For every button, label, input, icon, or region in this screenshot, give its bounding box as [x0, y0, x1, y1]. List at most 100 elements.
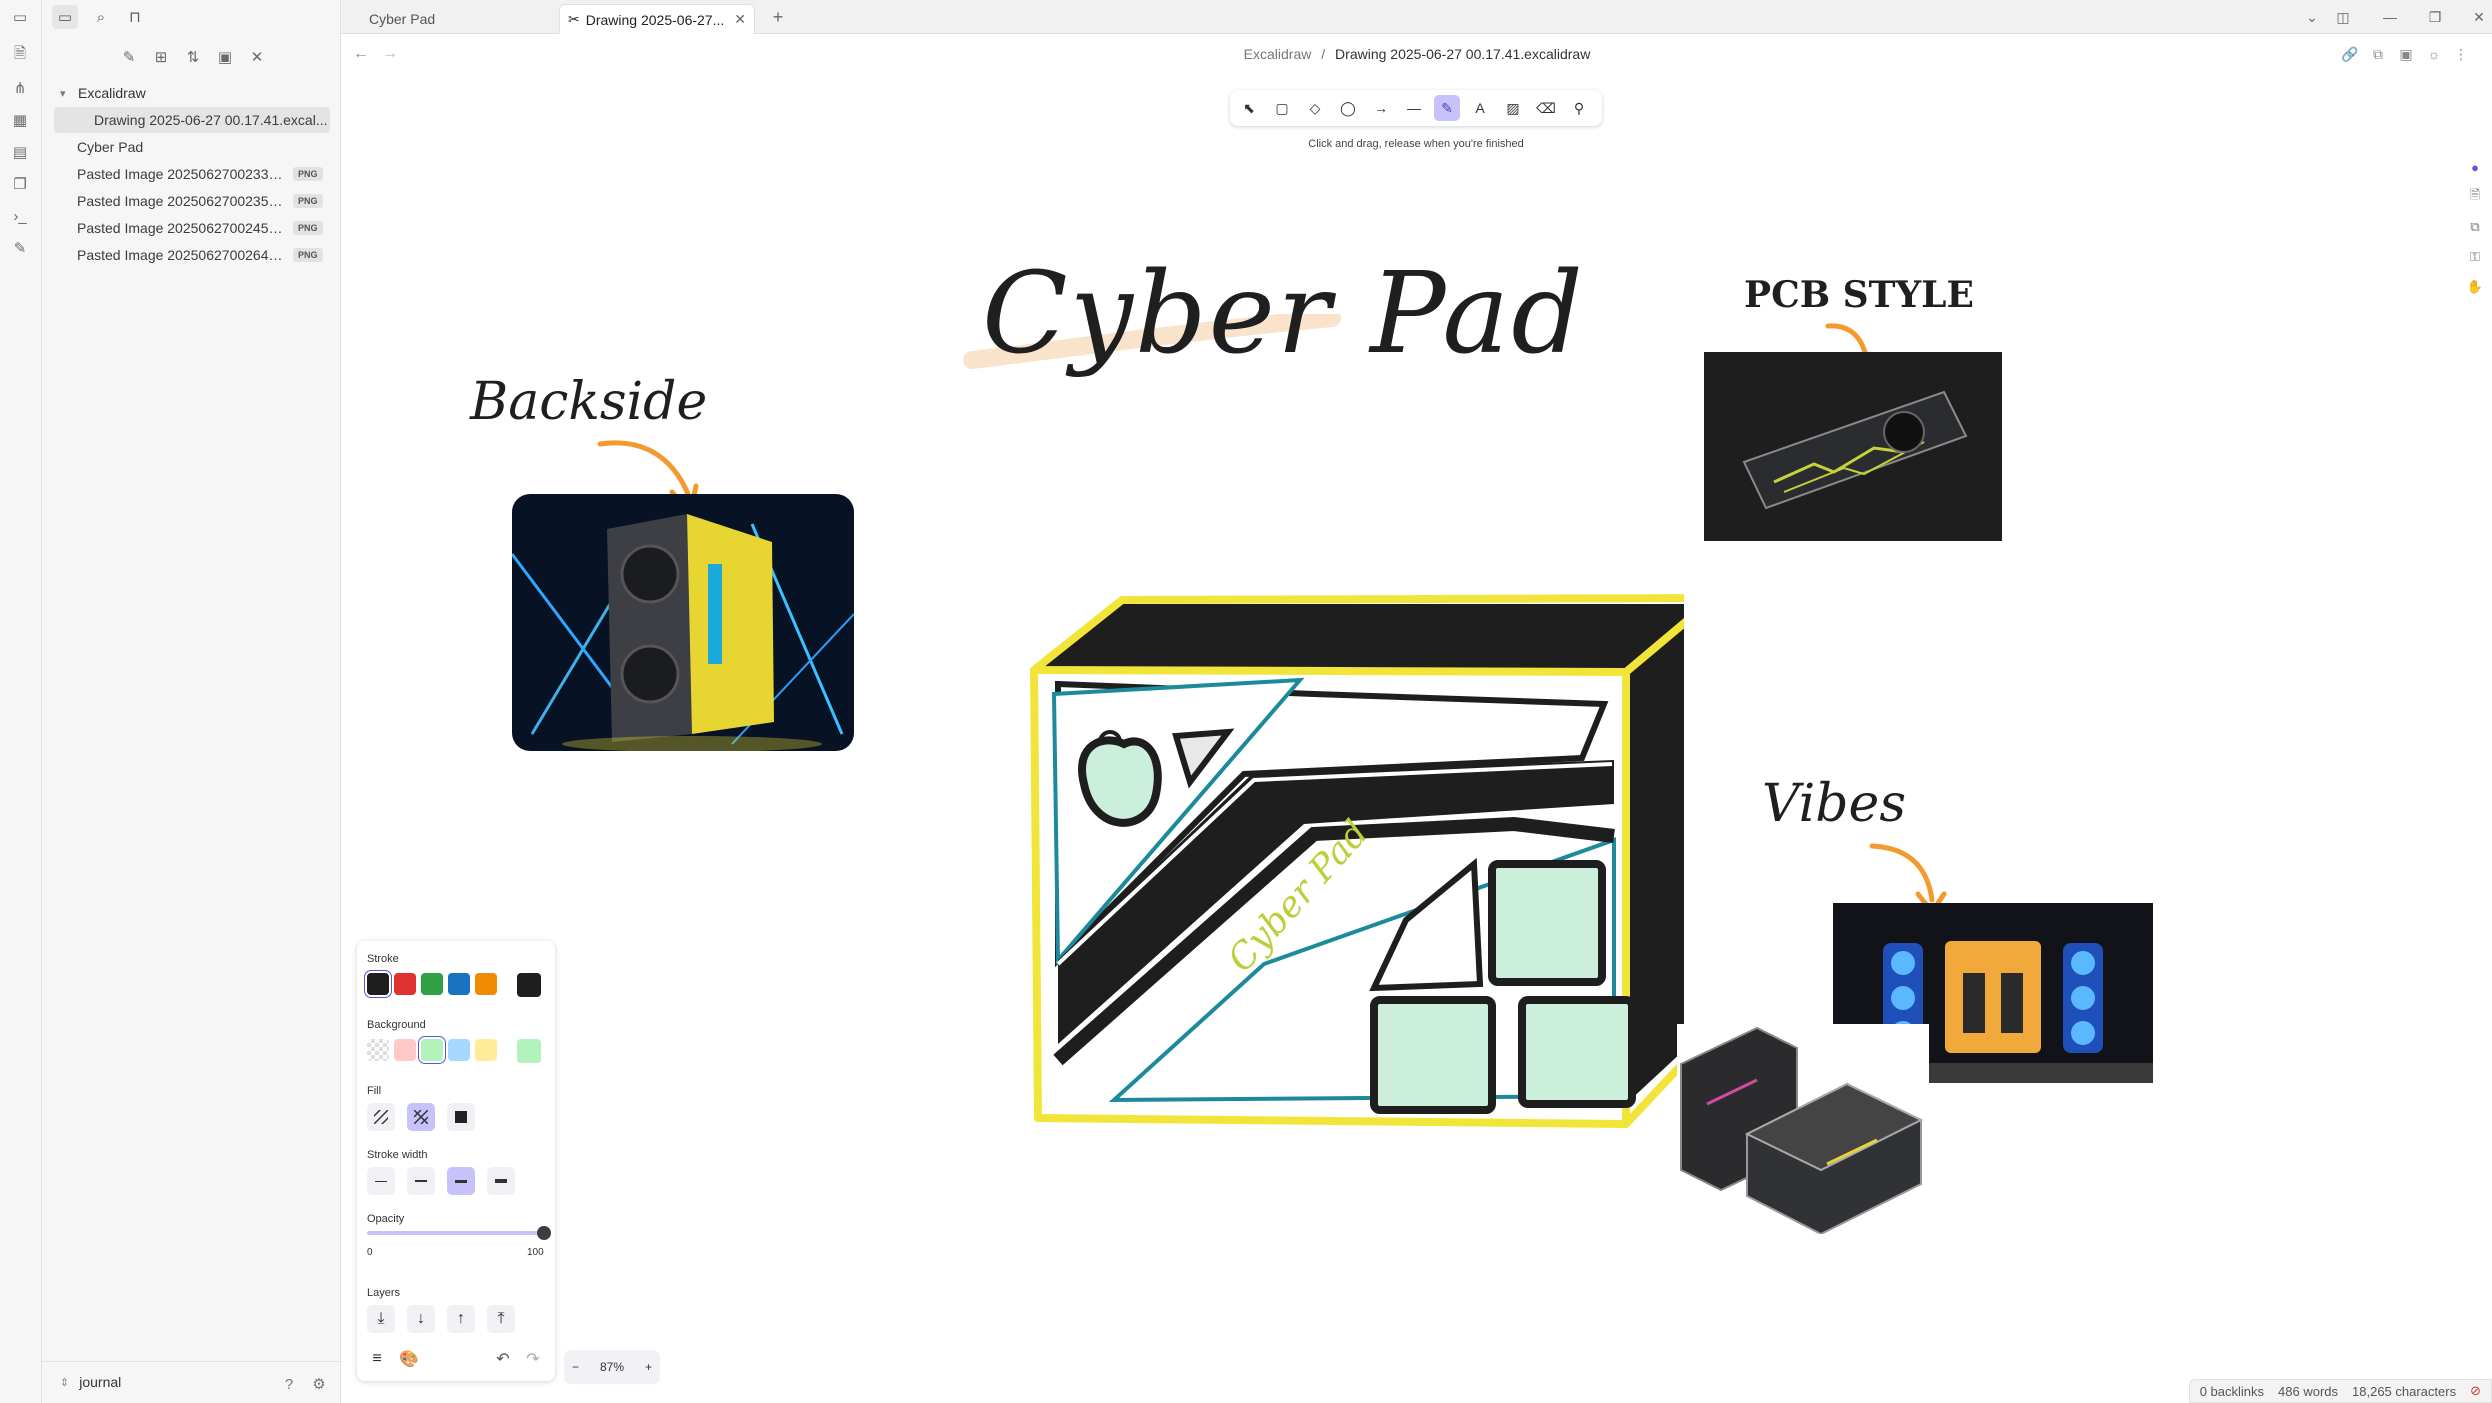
breadcrumb-file[interactable]: Drawing 2025-06-27 00.17.41.excalidraw — [1335, 46, 1591, 62]
zoom-out-button[interactable]: − — [572, 1360, 580, 1374]
book-icon[interactable]: ⧉ — [2373, 45, 2383, 62]
back-arrow-icon[interactable]: ← — [353, 45, 369, 62]
arrow-tool[interactable]: → — [1374, 100, 1388, 116]
split-view-icon[interactable]: ◫ — [2336, 8, 2350, 25]
pcb-gpu-image[interactable] — [1704, 352, 2002, 541]
document-icon[interactable]: 🗎 — [2469, 187, 2481, 202]
stroke-color-orange[interactable] — [475, 973, 497, 995]
text-tool[interactable]: A — [1475, 100, 1485, 116]
backside-label[interactable]: Backside — [470, 372, 708, 432]
palette-icon[interactable]: 🎨 — [395, 1345, 423, 1373]
help-icon[interactable]: ? — [284, 1375, 294, 1393]
collapse-icon[interactable]: ▣ — [217, 49, 233, 66]
new-note-icon[interactable]: ✎ — [122, 49, 136, 66]
stroke-color-current[interactable] — [517, 973, 541, 997]
sync-status-icon[interactable]: ⊘ — [2470, 1383, 2481, 1398]
bring-forward-button[interactable]: ↑ — [447, 1305, 475, 1333]
send-to-back-button[interactable]: ⤓ — [367, 1305, 395, 1333]
graph-icon[interactable]: ⋔ — [13, 80, 27, 97]
file-item-pasted-image[interactable]: Pasted Image 20250627002455... PNG — [54, 215, 330, 241]
ellipse-tool[interactable]: ◯ — [1340, 99, 1356, 116]
stroke-width-thin[interactable] — [367, 1167, 395, 1195]
excalidraw-canvas[interactable]: ⬉ ▢ ◇ ◯ → — ✎ A ▨ ⌫ ⚲ Click and drag, re… — [342, 74, 2492, 1403]
excalidraw-icon[interactable]: ✎ — [13, 240, 27, 257]
zoom-in-button[interactable]: + — [644, 1360, 652, 1374]
image-tool[interactable]: ▨ — [1506, 99, 1520, 116]
breadcrumb-folder[interactable]: Excalidraw — [1243, 46, 1312, 62]
drawing-title[interactable]: Cyber Pad — [982, 249, 1585, 379]
save-icon[interactable]: ▣ — [2399, 45, 2413, 62]
terminal-icon[interactable]: ›_ — [13, 207, 27, 225]
vault-name-button[interactable]: ⇕ journal — [60, 1374, 121, 1390]
sidebar-toggle-icon[interactable]: ▭ — [12, 9, 28, 26]
hand-icon[interactable]: ✋ — [2466, 279, 2484, 294]
copy-icon[interactable]: ❐ — [13, 176, 27, 193]
cyber-pad-sketch[interactable]: Cyber Pad — [1014, 584, 1684, 1144]
stroke-color-green[interactable] — [421, 973, 443, 995]
restore-icon[interactable]: ❐ — [2428, 8, 2442, 25]
bring-to-front-button[interactable]: ⤒ — [487, 1305, 515, 1333]
stroke-color-black[interactable] — [364, 970, 392, 998]
forward-arrow-icon[interactable]: → — [382, 45, 398, 62]
fill-cross-hatch-option[interactable] — [407, 1103, 435, 1131]
draw-tool[interactable]: ✎ — [1434, 95, 1460, 121]
excalidraw-plugin-icon[interactable]: ● — [2471, 159, 2479, 175]
mini-pc-image[interactable] — [1677, 1024, 1929, 1234]
search-icon[interactable]: ⌕ — [96, 8, 106, 26]
background-color-yellow[interactable] — [475, 1039, 497, 1061]
file-item-drawing[interactable]: Drawing 2025-06-27 00.17.41.excal... — [54, 107, 330, 133]
minimize-icon[interactable]: — — [2383, 9, 2397, 25]
folder-excalidraw[interactable]: ▾ Excalidraw — [60, 80, 330, 106]
diamond-tool[interactable]: ◇ — [1309, 99, 1321, 116]
close-tab-icon[interactable]: ✕ — [734, 11, 746, 27]
main-menu-button[interactable]: ≡ — [363, 1345, 391, 1373]
fill-hachure-option[interactable] — [367, 1103, 395, 1131]
selection-tool[interactable]: ⬉ — [1243, 99, 1255, 116]
sort-icon[interactable]: ⇅ — [186, 49, 200, 66]
vibes-label[interactable]: Vibes — [1762, 774, 1907, 834]
tab-drawing[interactable]: ✂ Drawing 2025-06-27... ✕ — [559, 4, 755, 34]
gpu-backside-image[interactable] — [512, 494, 854, 751]
stroke-color-red[interactable] — [394, 973, 416, 995]
zoom-level[interactable]: 87% — [599, 1360, 625, 1374]
background-color-current[interactable] — [517, 1039, 541, 1063]
line-tool[interactable]: — — [1407, 100, 1421, 116]
file-icon[interactable]: 🗎 — [13, 44, 27, 62]
background-color-green[interactable] — [418, 1036, 446, 1064]
background-color-pink[interactable] — [394, 1039, 416, 1061]
close-icon[interactable]: ✕ — [250, 49, 264, 66]
new-folder-icon[interactable]: ⊞ — [154, 49, 168, 66]
file-item-pasted-image[interactable]: Pasted Image 20250627002333... PNG — [54, 161, 330, 187]
backlinks-count[interactable]: 0 backlinks — [2199, 1383, 2265, 1399]
stroke-width-heavy[interactable] — [487, 1167, 515, 1195]
file-item-pasted-image[interactable]: Pasted Image 20250627002643... PNG — [54, 242, 330, 268]
file-item-cyber-pad[interactable]: Cyber Pad — [54, 134, 330, 160]
more-options-icon[interactable]: ⋮ — [2454, 45, 2468, 62]
window-close-icon[interactable]: ✕ — [2473, 8, 2485, 25]
eraser-tool[interactable]: ⌫ — [1536, 99, 1556, 116]
vibes-image[interactable] — [1833, 903, 2153, 1083]
calendar-icon[interactable]: ▤ — [12, 144, 28, 161]
opacity-slider-knob[interactable] — [537, 1226, 551, 1240]
lock-icon[interactable]: ⚿ — [2470, 249, 2480, 264]
opacity-slider[interactable] — [367, 1226, 551, 1240]
background-color-transparent[interactable] — [367, 1039, 389, 1061]
stroke-width-bold[interactable] — [407, 1167, 435, 1195]
file-item-pasted-image[interactable]: Pasted Image 20250627002359... PNG — [54, 188, 330, 214]
redo-button[interactable]: ↷ — [519, 1345, 547, 1373]
undo-button[interactable]: ↶ — [489, 1345, 517, 1373]
gear-icon[interactable]: ⚙ — [312, 1376, 326, 1393]
fill-solid-option[interactable] — [447, 1103, 475, 1131]
folder-icon[interactable]: ▭ — [52, 5, 78, 29]
new-tab-icon[interactable]: + — [772, 6, 784, 27]
tab-cyber-pad[interactable]: Cyber Pad — [347, 4, 557, 34]
pcb-style-label[interactable]: PCB STYLE — [1744, 274, 1974, 316]
background-color-blue[interactable] — [448, 1039, 470, 1061]
grid-icon[interactable]: ▦ — [12, 112, 28, 129]
theme-icon[interactable]: ☼ — [2427, 46, 2441, 62]
chevron-down-icon[interactable]: ⌄ — [2306, 8, 2318, 25]
bookmark-icon[interactable]: ⊓ — [129, 9, 141, 26]
rectangle-tool[interactable]: ▢ — [1275, 99, 1289, 116]
book-open-icon[interactable]: ⧉ — [2470, 219, 2480, 234]
link-icon[interactable]: 🔗 — [2341, 45, 2359, 62]
